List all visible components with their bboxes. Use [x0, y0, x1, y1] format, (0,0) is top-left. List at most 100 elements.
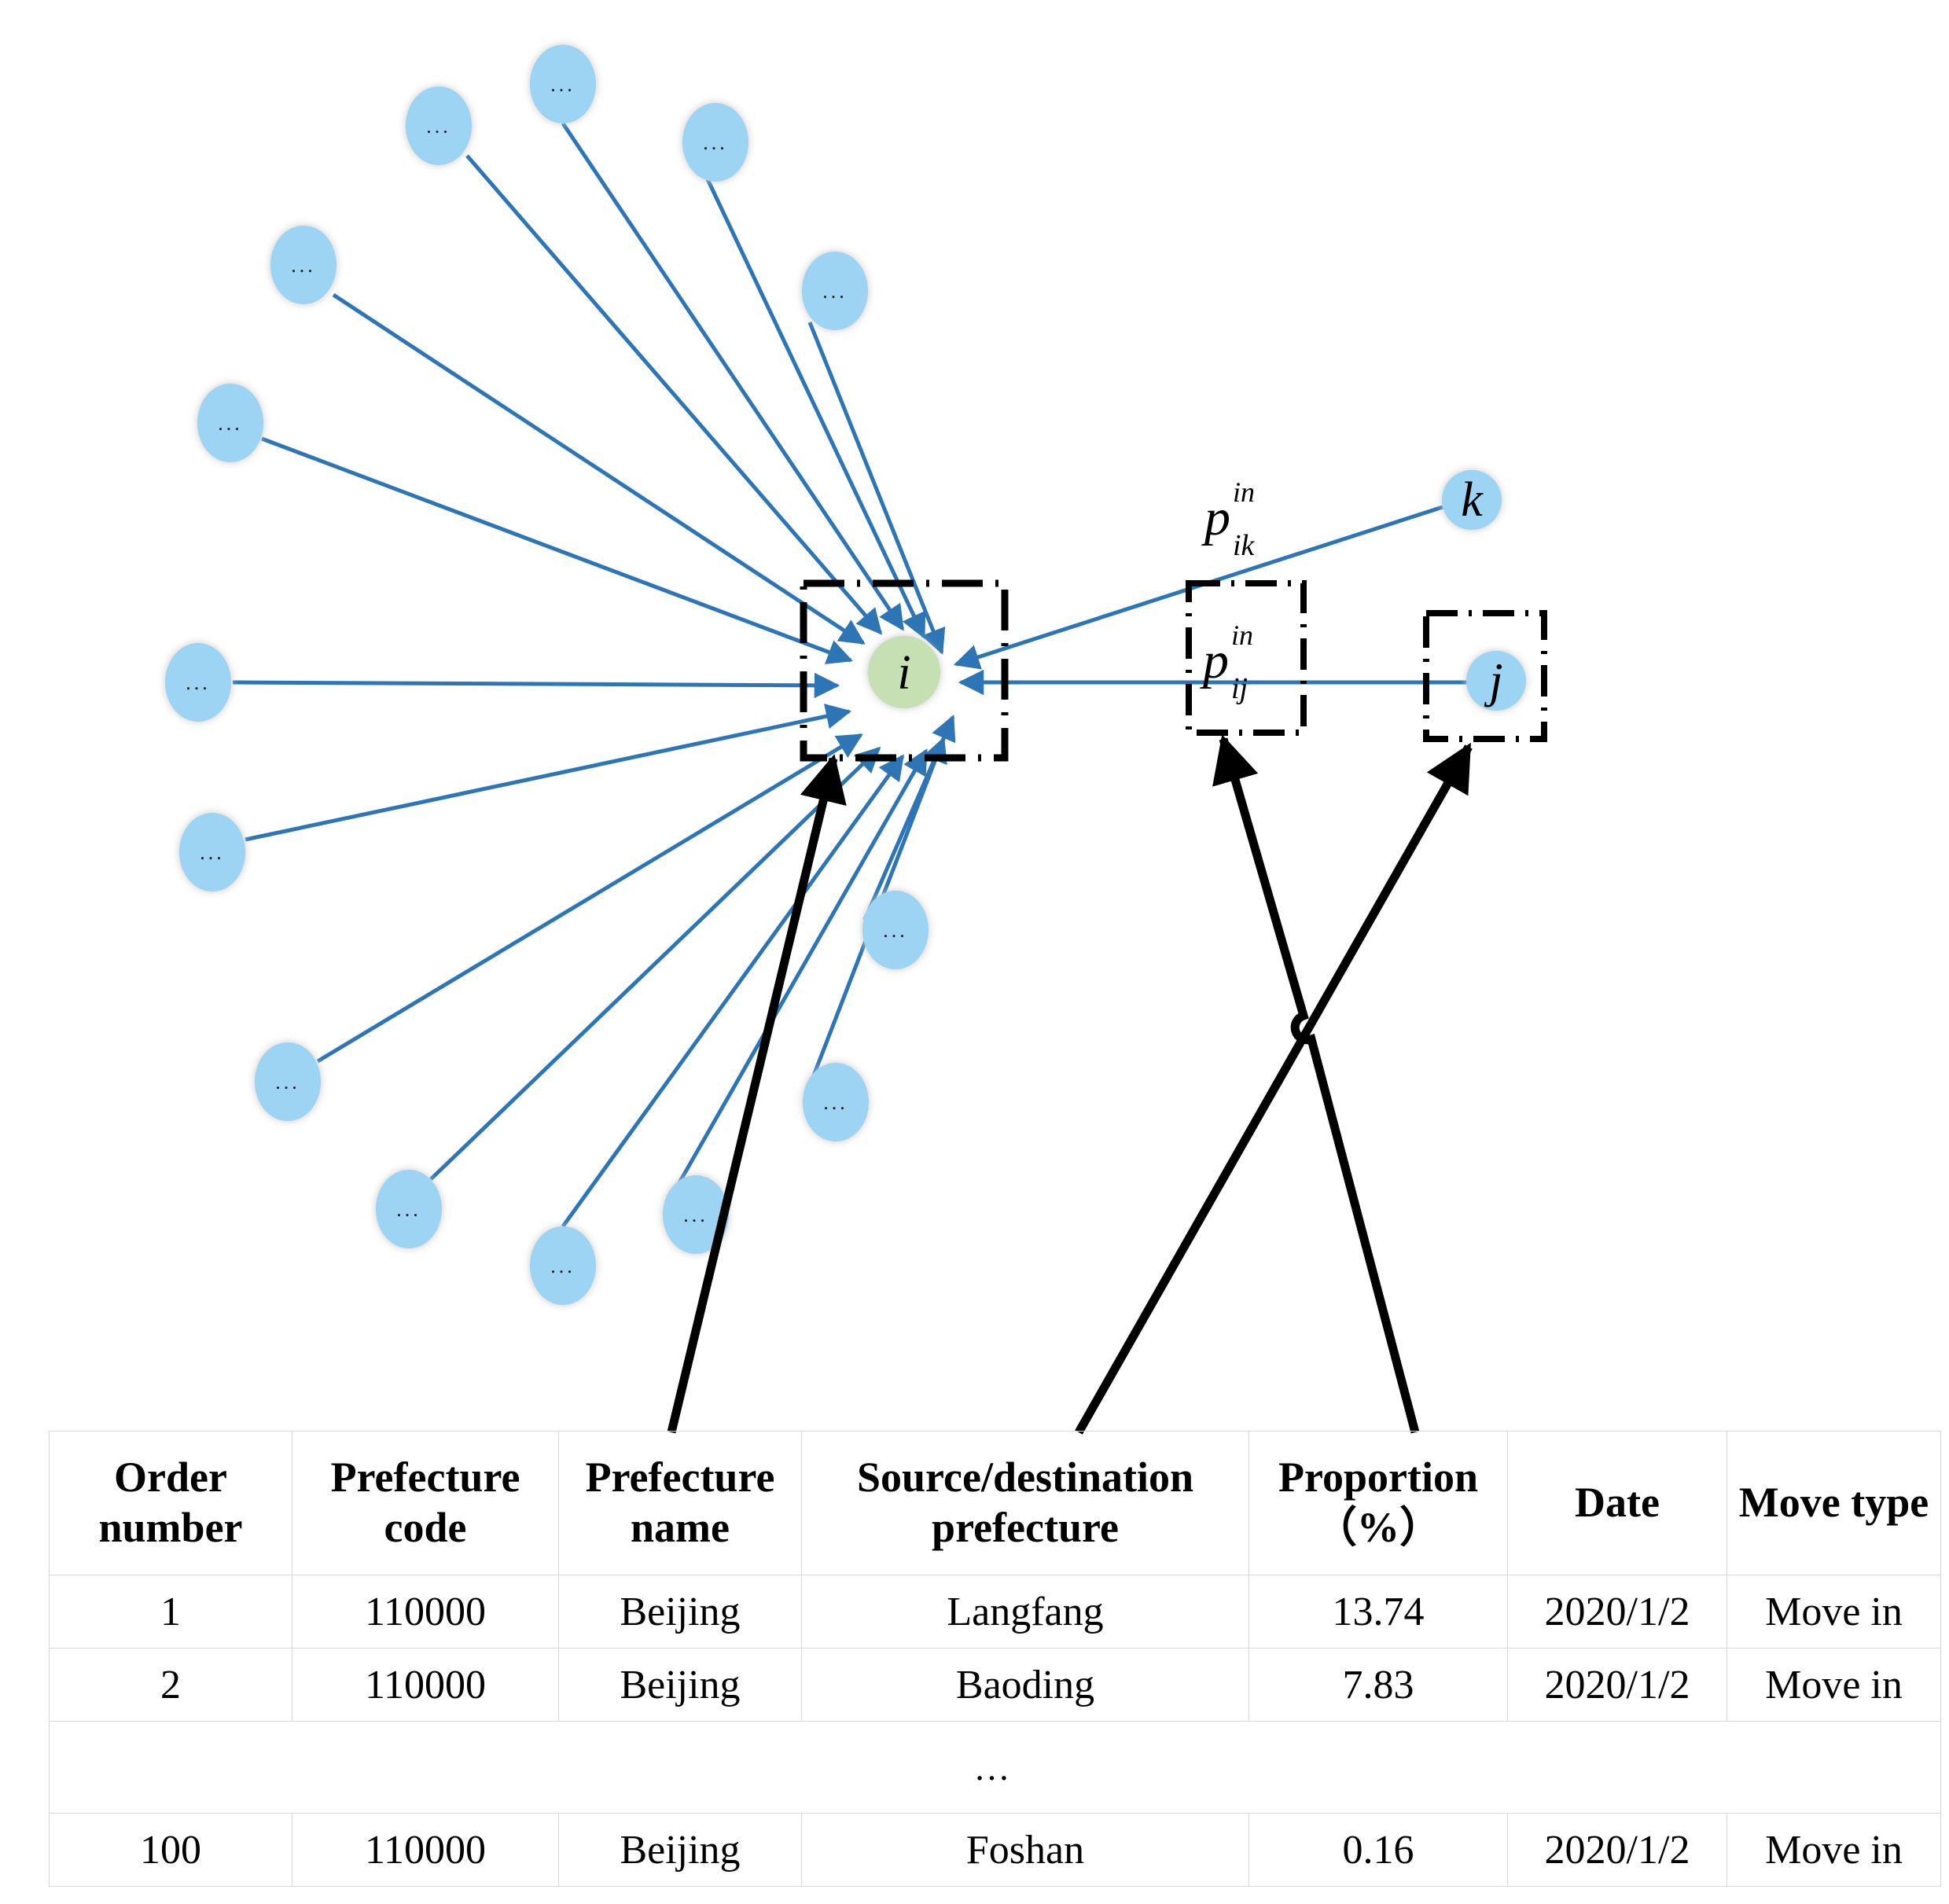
peripheral-node: ...: [682, 103, 748, 182]
cell-date: 2020/1/2: [1507, 1813, 1727, 1887]
cell-proportion: 7.83: [1248, 1648, 1508, 1722]
cell-date: 2020/1/2: [1507, 1575, 1727, 1649]
p-ik-base: p: [1201, 489, 1230, 546]
edge-to-center: [862, 715, 956, 921]
header-line-2: number: [98, 1504, 243, 1551]
peripheral-node-group: ... ... ... ... ... ...: [165, 45, 929, 1305]
peripheral-node: ...: [376, 1170, 442, 1248]
data-table-wrapper: Order number Prefecture code Prefecture …: [49, 1431, 1941, 1887]
cell-source-destination: Foshan: [801, 1813, 1249, 1887]
column-header-proportion: Proportion （%）: [1248, 1431, 1508, 1575]
header-line-1: Move type: [1738, 1479, 1929, 1527]
column-header-date: Date: [1507, 1431, 1727, 1575]
cell-order-number: 2: [49, 1648, 292, 1722]
node-ellipsis-label: ...: [426, 115, 451, 138]
edge-to-center: [807, 322, 946, 656]
edge-label-p-ij: p in ij: [1200, 619, 1253, 705]
column-header-source-destination-prefecture: Source/destination prefecture: [801, 1431, 1249, 1575]
node-j: j: [1466, 651, 1526, 711]
node-ellipsis-label: ...: [823, 1091, 848, 1114]
edge-to-center: [245, 704, 852, 842]
cell-prefecture-name: Beijing: [558, 1813, 802, 1887]
node-ellipsis-label: ...: [186, 671, 211, 694]
node-k-label: k: [1461, 473, 1484, 527]
cell-prefecture-code: 110000: [292, 1575, 559, 1649]
edge-label-p-ik: p in ik: [1201, 476, 1256, 562]
p-ij-superscript: in: [1231, 619, 1253, 651]
center-node-i: i: [868, 636, 940, 708]
node-ellipsis-label: ...: [550, 73, 576, 96]
peripheral-node: ...: [803, 1063, 869, 1141]
pointer-line-group: [667, 734, 1473, 1435]
header-line-1: Prefecture: [585, 1454, 775, 1502]
p-ij-base: p: [1200, 632, 1229, 689]
cell-move-type: Move in: [1727, 1575, 1941, 1649]
peripheral-node: ...: [270, 226, 336, 304]
cell-proportion: 0.16: [1248, 1813, 1508, 1887]
header-line-1: Source/destination: [856, 1454, 1194, 1502]
table-row: 100 110000 Beijing Foshan 0.16 2020/1/2 …: [49, 1813, 1941, 1887]
cell-prefecture-code: 110000: [292, 1813, 559, 1887]
edge-to-center: [561, 122, 905, 631]
header-line-2: prefecture: [932, 1504, 1119, 1551]
table-row: 1 110000 Beijing Langfang 13.74 2020/1/2…: [49, 1575, 1941, 1649]
node-ellipsis-label: ...: [883, 919, 908, 942]
cell-prefecture-name: Beijing: [558, 1648, 802, 1722]
cell-order-number: 100: [49, 1813, 292, 1887]
header-line-2: name: [631, 1504, 730, 1551]
center-node-label: i: [897, 646, 910, 700]
table-head: Order number Prefecture code Prefecture …: [49, 1431, 1941, 1575]
cell-source-destination: Langfang: [801, 1575, 1249, 1649]
header-line-1: Order: [114, 1454, 227, 1502]
p-ik-subscript: ik: [1233, 529, 1256, 562]
edge-to-center: [705, 178, 926, 639]
node-ellipsis-label: ...: [200, 841, 225, 864]
cell-prefecture-code: 110000: [292, 1648, 559, 1722]
peripheral-node: ...: [530, 45, 596, 123]
column-header-prefecture-code: Prefecture code: [292, 1431, 559, 1575]
cell-source-destination: Baoding: [801, 1648, 1249, 1722]
node-ellipsis-label: ...: [822, 280, 848, 303]
migration-data-table: Order number Prefecture code Prefecture …: [49, 1431, 1941, 1887]
peripheral-node: ...: [406, 86, 472, 165]
p-ik-superscript: in: [1233, 476, 1255, 508]
peripheral-node: ...: [862, 891, 929, 969]
edge-to-center: [332, 292, 866, 645]
node-ellipsis-label: ...: [550, 1255, 576, 1277]
cell-order-number: 1: [49, 1575, 292, 1649]
node-ellipsis-label: ...: [683, 1204, 708, 1226]
edge-to-center: [261, 436, 854, 664]
cell-move-type: Move in: [1727, 1648, 1941, 1722]
pointer-line-to-j: [1075, 742, 1473, 1435]
node-ellipsis-label: ...: [703, 131, 728, 154]
edge-to-center: [675, 748, 929, 1187]
table-header-row: Order number Prefecture code Prefecture …: [49, 1431, 1941, 1575]
edge-to-center: [232, 672, 840, 699]
header-line-1: Proportion: [1278, 1454, 1478, 1502]
edge-to-center: [316, 733, 863, 1064]
edge-to-center: [561, 754, 905, 1228]
table-body: 1 110000 Beijing Langfang 13.74 2020/1/2…: [49, 1575, 1941, 1887]
peripheral-node: ...: [530, 1226, 596, 1305]
header-line-1: Prefecture: [330, 1454, 520, 1502]
pointer-line-to-i: [667, 754, 847, 1434]
header-line-2: （%）: [1315, 1504, 1442, 1551]
peripheral-node: ...: [179, 813, 245, 891]
node-ellipsis-label: ...: [275, 1071, 300, 1094]
edge-to-center: [465, 154, 883, 635]
peripheral-node: ...: [165, 643, 231, 722]
node-ellipsis-label: ...: [218, 412, 243, 435]
cell-date: 2020/1/2: [1507, 1648, 1727, 1722]
pointer-line-to-pij: [1212, 734, 1420, 1434]
edge-to-center: [429, 746, 881, 1181]
node-k: k: [1442, 470, 1502, 530]
column-header-order-number: Order number: [49, 1431, 292, 1575]
peripheral-node: ...: [663, 1175, 729, 1254]
table-row-ellipsis: …: [49, 1721, 1941, 1814]
dashdot-box-j: [1423, 610, 1547, 742]
node-ellipsis-label: ...: [396, 1198, 421, 1221]
cell-prefecture-name: Beijing: [558, 1575, 802, 1649]
cell-move-type: Move in: [1727, 1813, 1941, 1887]
